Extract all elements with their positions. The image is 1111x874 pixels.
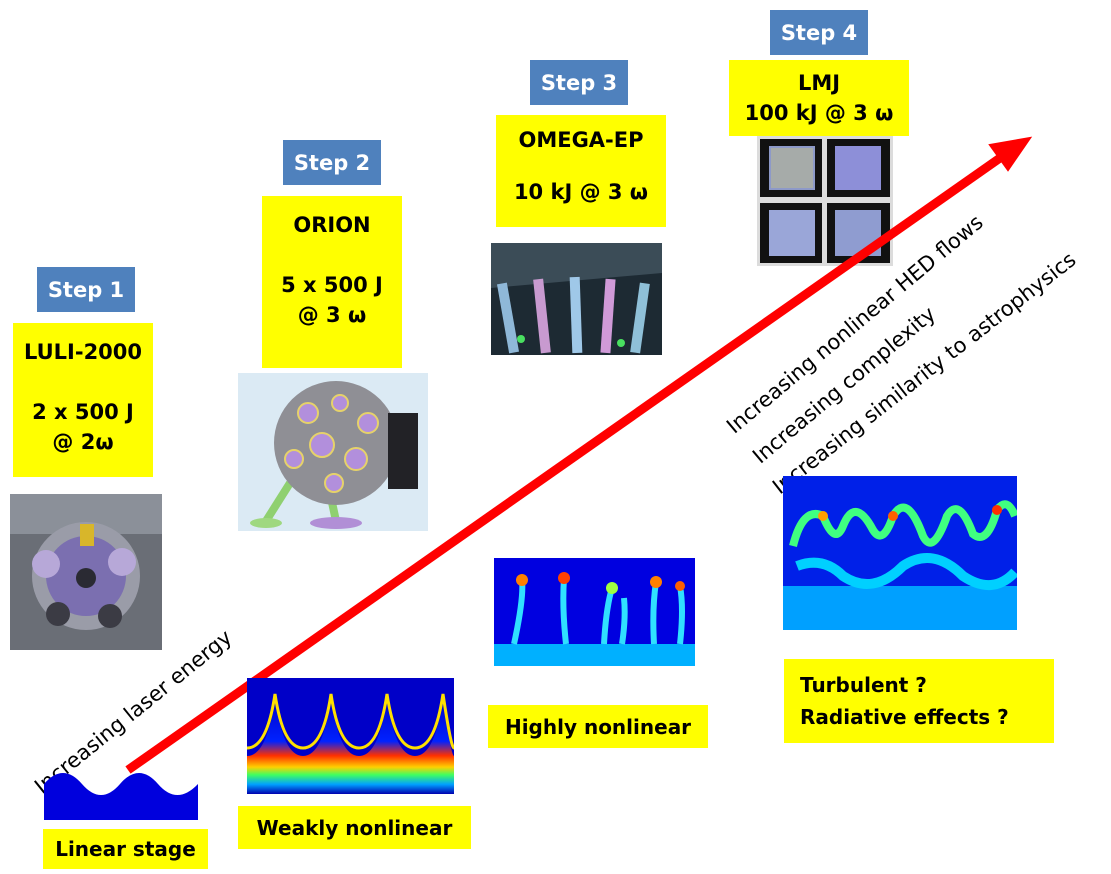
lmj-energy: 100 kJ @ 3 ω [744, 101, 894, 125]
omega-box: OMEGA-EP 10 kJ @ 3 ω [496, 115, 666, 227]
luli-photo [10, 494, 162, 650]
radiative-effects-label: Radiative effects ? [800, 705, 1009, 729]
orion-wavelength: @ 3 ω [297, 303, 367, 327]
highly-nonlinear-plot [494, 558, 695, 666]
step3-tag: Step 3 [530, 60, 628, 105]
step2-tag: Step 2 [283, 140, 381, 185]
lmj-box: LMJ 100 kJ @ 3 ω [729, 60, 909, 136]
omega-energy: 10 kJ @ 3 ω [513, 180, 649, 204]
orion-energy: 5 x 500 J [281, 273, 383, 297]
highly-nonlinear-label: Highly nonlinear [488, 705, 708, 748]
orion-box: ORION 5 x 500 J @ 3 ω [262, 196, 402, 368]
luli-name: LULI-2000 [23, 340, 143, 364]
omega-photo [491, 243, 662, 355]
weakly-nonlinear-label: Weakly nonlinear [238, 806, 471, 849]
lmj-targets [757, 136, 893, 266]
lmj-name: LMJ [797, 71, 841, 95]
turbulent-plot [783, 476, 1017, 630]
luli-energy: 2 x 500 J [32, 400, 134, 424]
linear-stage-label: Linear stage [43, 829, 208, 869]
orion-render [238, 373, 428, 531]
omega-name: OMEGA-EP [518, 128, 644, 152]
orion-name: ORION [293, 213, 371, 237]
step1-tag: Step 1 [37, 267, 135, 312]
step4-tag: Step 4 [770, 10, 868, 55]
luli-wavelength: @ 2ω [52, 430, 114, 454]
weakly-nonlinear-plot [247, 678, 454, 794]
linear-stage-plot [44, 773, 198, 820]
turbulent-label: Turbulent ? [800, 673, 927, 697]
turbulent-label-box: Turbulent ? Radiative effects ? [784, 659, 1054, 743]
luli-box: LULI-2000 2 x 500 J @ 2ω [13, 323, 153, 477]
